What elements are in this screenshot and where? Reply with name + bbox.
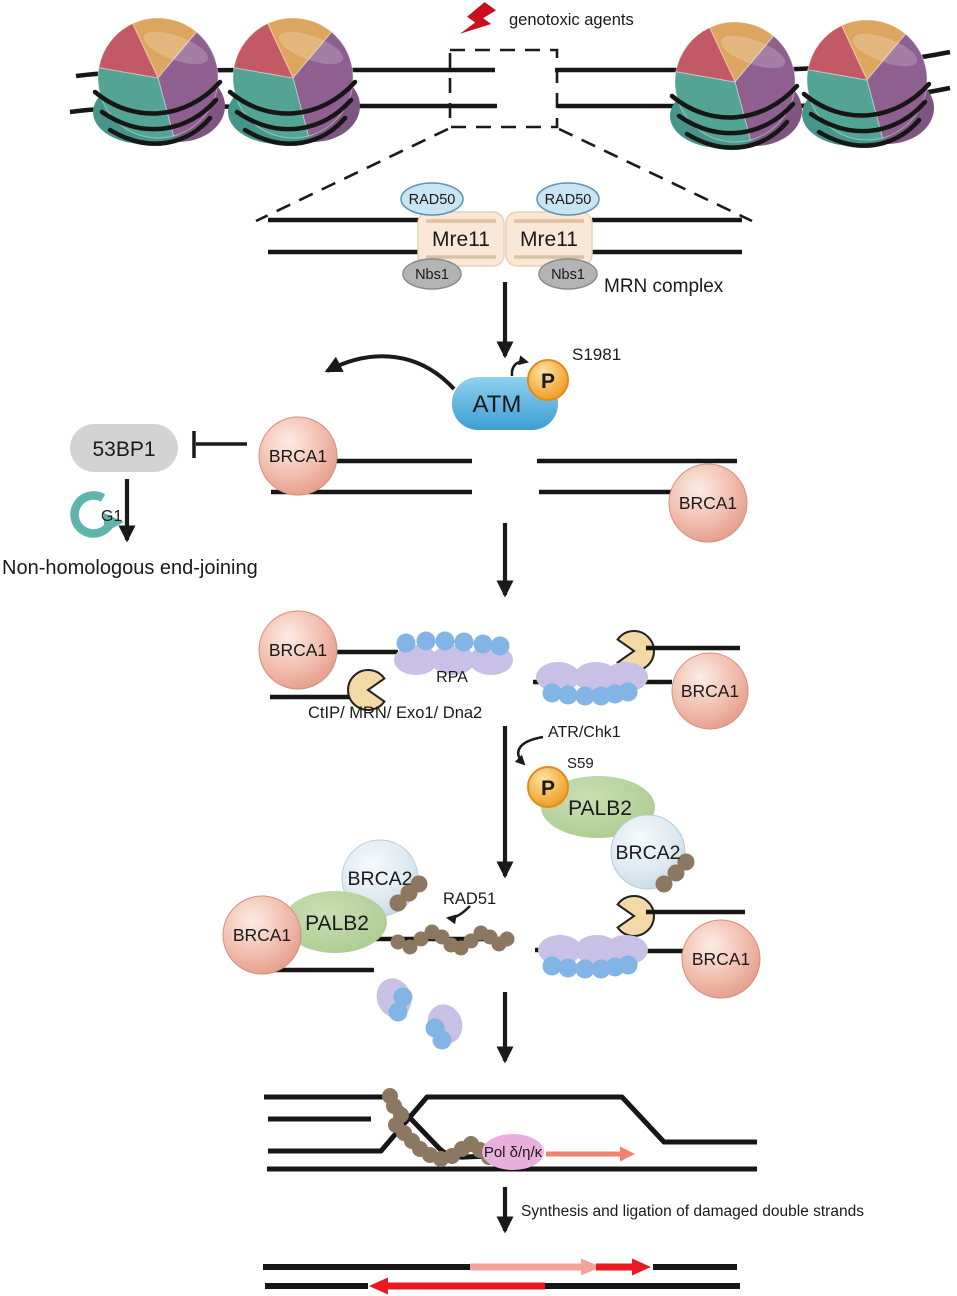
mre11-label: Mre11 <box>520 228 578 251</box>
phospho-shape <box>527 359 569 401</box>
rad50-label: RAD50 <box>409 192 456 208</box>
nbs1-shape <box>538 258 598 290</box>
rad50-shape <box>536 182 600 216</box>
mrn-complex-label: MRN complex <box>604 276 724 297</box>
phosphorylation-arrow <box>514 735 544 766</box>
phospho-site-label: S1981 <box>572 345 621 364</box>
genotoxic-agents-label: genotoxic agents <box>509 11 634 29</box>
g1-cycle-icon <box>70 491 124 538</box>
palb2-label: PALB2 <box>305 912 369 935</box>
nbs1-shape <box>402 258 462 290</box>
atm-label: ATM <box>473 391 522 418</box>
activation-arrow <box>324 354 456 391</box>
rad51-label: RAD51 <box>443 890 496 908</box>
palb2-shape <box>283 891 387 953</box>
brca2-label: BRCA2 <box>615 842 680 864</box>
brca1-label: BRCA1 <box>679 493 737 513</box>
displaced-rpa <box>376 978 463 1050</box>
resection-group: BRCA1 RPA CtIP/ MRN/ Exo1/ Dna2 BRCA1 <box>258 610 749 730</box>
nuclease-icon <box>616 895 655 937</box>
brca1-shape <box>671 652 749 730</box>
nucleosome <box>93 18 225 146</box>
nucleosome <box>802 20 934 148</box>
mre11-label: Mre11 <box>432 228 490 251</box>
nbs1-label: Nbs1 <box>415 267 449 283</box>
rad50-shape <box>400 182 464 216</box>
nhej-label: Non-homologous end-joining <box>2 557 258 579</box>
palb2-recruitment-group: ATR/Chk1 P S59 PALB2 BRCA2 <box>514 724 695 893</box>
brca1-shape <box>668 463 748 543</box>
phospho-shape <box>527 766 569 808</box>
brca1-shape <box>258 416 338 496</box>
phospho-label: P <box>541 370 555 393</box>
brca1-shape <box>222 895 302 975</box>
rpa-filament <box>536 662 648 706</box>
synthesis-caption: Synthesis and ligation of damaged double… <box>521 1203 864 1220</box>
53bp1-shape <box>70 424 178 472</box>
palb2-label: PALB2 <box>568 797 632 820</box>
polymerase-shape <box>482 1134 544 1170</box>
53bp1-label: 53BP1 <box>92 438 155 461</box>
mre11-shape <box>417 211 505 267</box>
dna-break-box <box>255 48 753 223</box>
rpa-filament <box>394 631 513 675</box>
rad50-label: RAD50 <box>545 192 592 208</box>
brca1-shape <box>258 610 338 690</box>
phospho-site-label: S59 <box>567 755 594 772</box>
rad51-loading-group: BRCA2 BRCA1 PALB2 RAD51 BRCA1 <box>222 839 761 1050</box>
phospho-label: P <box>541 777 555 800</box>
rad51-beads <box>655 853 695 893</box>
mrn-complex-group: RAD50 RAD50 Mre11 Mre11 Nbs1 Nbs1 MRN co… <box>268 182 742 297</box>
brca1-shape <box>681 919 761 999</box>
g1-label: G1 <box>101 508 122 525</box>
brca1-label: BRCA1 <box>233 925 291 945</box>
brca1-label: BRCA1 <box>269 446 327 466</box>
nbs1-label: Nbs1 <box>551 267 585 283</box>
nucleosome <box>228 18 360 146</box>
lightning-icon <box>459 2 497 34</box>
rad51-beads <box>382 1088 497 1167</box>
brca2-label: BRCA2 <box>347 868 412 890</box>
repaired-duplex-group <box>263 1258 740 1295</box>
atm-group: ATM P S1981 <box>324 345 621 430</box>
polymerase-label: Pol δ/η/κ <box>484 1144 543 1161</box>
rpa-filament <box>538 935 648 979</box>
brca2-shape <box>610 814 686 890</box>
brca1-label: BRCA1 <box>681 681 739 701</box>
brca1-label: BRCA1 <box>269 640 327 660</box>
synthesis-direction-arrow <box>546 1146 635 1162</box>
rad51-loading-arrow <box>446 905 471 925</box>
pathway-choice-group: 53BP1 BRCA1 BRCA1 G1 Non-homologous end-… <box>2 416 748 579</box>
rpa-label: RPA <box>436 669 468 686</box>
inhibition-bar <box>192 431 247 458</box>
rad51-beads <box>389 875 515 956</box>
brca1-label: BRCA1 <box>692 949 750 969</box>
autophosphorylation-arrow <box>510 355 529 377</box>
strand-invasion-group: Pol δ/η/κ <box>264 1088 757 1172</box>
nuclease-icon <box>347 669 386 711</box>
nucleases-label: CtIP/ MRN/ Exo1/ Dna2 <box>308 704 482 722</box>
nucleosome <box>670 22 802 150</box>
atr-chk1-label: ATR/Chk1 <box>548 724 621 741</box>
